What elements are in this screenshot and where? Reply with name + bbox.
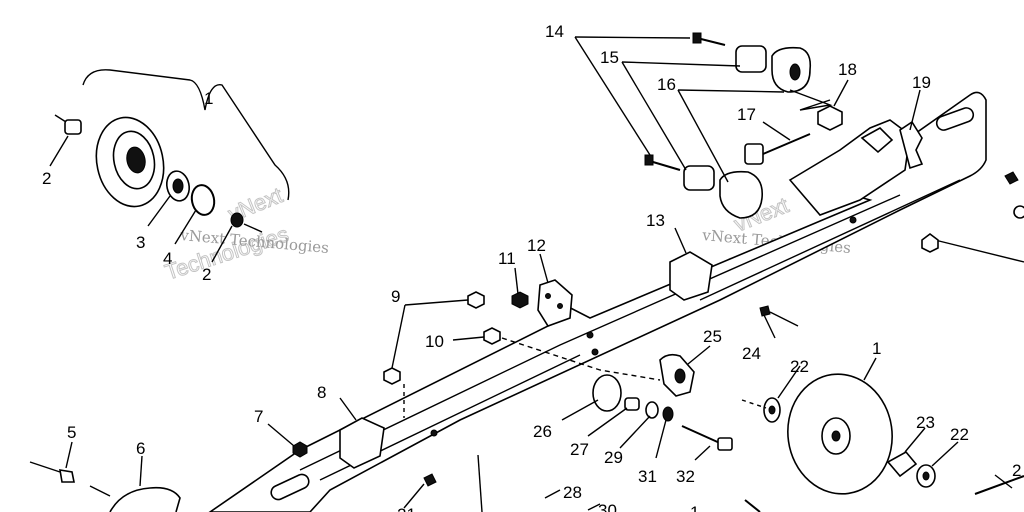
hardware-middle xyxy=(267,227,799,469)
idler-wheel-assembly-top xyxy=(49,69,290,263)
label-15: 15 xyxy=(600,48,619,67)
label-22b: 22 xyxy=(950,425,969,444)
label-21: 21 xyxy=(397,505,416,512)
label-2a: 2 xyxy=(42,169,51,188)
label-29: 29 xyxy=(604,448,623,467)
label-12: 12 xyxy=(527,236,546,255)
label-2b: 2 xyxy=(202,265,211,284)
label-26: 26 xyxy=(533,422,552,441)
label-19: 19 xyxy=(912,73,931,92)
label-4: 4 xyxy=(163,249,172,268)
label-8: 8 xyxy=(317,383,326,402)
label-11: 11 xyxy=(498,249,516,268)
label-24: 24 xyxy=(742,344,761,363)
label-7: 7 xyxy=(254,407,263,426)
label-16: 16 xyxy=(657,75,676,94)
label-3: 3 xyxy=(136,233,145,252)
label-22a: 22 xyxy=(790,357,809,376)
label-10: 10 xyxy=(425,332,444,351)
hardware-bottom-left xyxy=(29,441,601,512)
label-1a: 1 xyxy=(204,89,213,108)
label-5: 5 xyxy=(67,423,76,442)
label-32: 32 xyxy=(676,467,695,486)
label-28: 28 xyxy=(563,483,582,502)
hardware-top xyxy=(574,32,921,219)
label-31: 31 xyxy=(638,467,657,486)
label-1b: 1 xyxy=(872,339,881,358)
label-13: 13 xyxy=(646,211,665,230)
label-23: 23 xyxy=(916,413,935,432)
label-30: 30 xyxy=(598,501,617,512)
label-17: 17 xyxy=(737,105,756,124)
frame-rail xyxy=(208,91,987,512)
label-2c: 2 xyxy=(1012,461,1021,480)
label-25: 25 xyxy=(703,327,722,346)
upper-bracket xyxy=(788,119,924,216)
label-14: 14 xyxy=(545,22,564,41)
label-9: 9 xyxy=(391,287,400,306)
label-18: 18 xyxy=(838,60,857,79)
label-6: 6 xyxy=(136,439,145,458)
callout-labels: 1 2 3 4 2 5 6 7 8 9 10 11 12 13 14 15 16… xyxy=(42,22,1021,512)
label-27: 27 xyxy=(570,440,589,459)
label-1c: 1 xyxy=(690,503,699,512)
idler-wheel-assembly-bottom xyxy=(741,171,1024,512)
